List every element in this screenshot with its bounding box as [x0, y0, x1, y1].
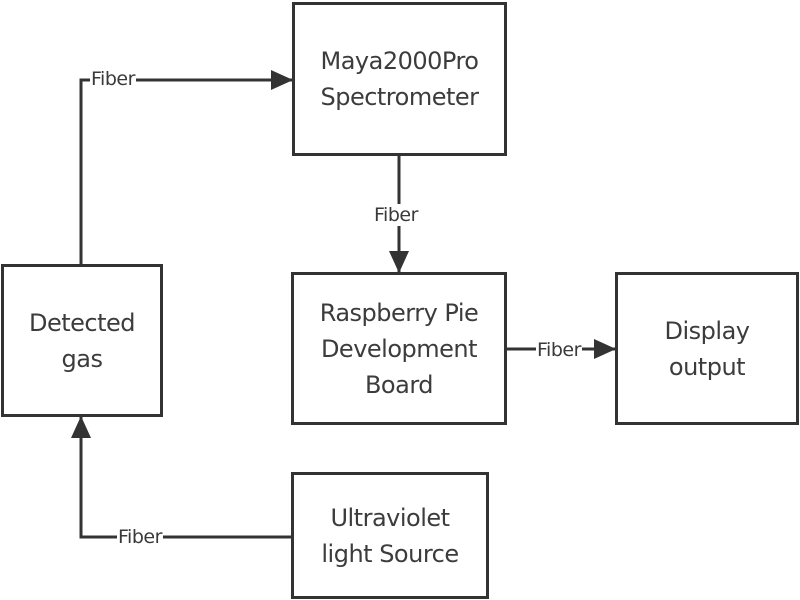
node-label: Development [320, 334, 478, 363]
node-display-output: Display output [615, 272, 799, 425]
node-label: output [668, 352, 746, 381]
edge-label-fiber: Fiber [536, 339, 582, 361]
edge-label-fiber: Fiber [90, 68, 136, 90]
node-label: Maya2000Pro [320, 47, 479, 75]
node-spectrometer: Maya2000Pro Spectrometer [292, 2, 507, 156]
node-label: Board [364, 370, 434, 399]
edge-label-fiber: Fiber [117, 526, 163, 548]
node-label: Raspberry Pie [319, 298, 479, 327]
node-label: Display [664, 316, 750, 345]
node-raspberry-pi-board: Raspberry Pie Development Board [291, 272, 507, 425]
node-label: light Source [321, 539, 459, 568]
node-label: gas [61, 344, 103, 373]
edge-gas-to-spectrometer [79, 70, 293, 265]
node-label: Ultraviolet [330, 503, 450, 532]
node-uv-light-source: Ultraviolet light Source [291, 472, 489, 599]
node-label: Detected [28, 308, 136, 337]
node-label: Spectrometer [320, 83, 479, 111]
edge-label-fiber: Fiber [373, 204, 419, 226]
edge-uv-to-gas [71, 416, 292, 539]
node-detected-gas: Detected gas [1, 264, 163, 417]
